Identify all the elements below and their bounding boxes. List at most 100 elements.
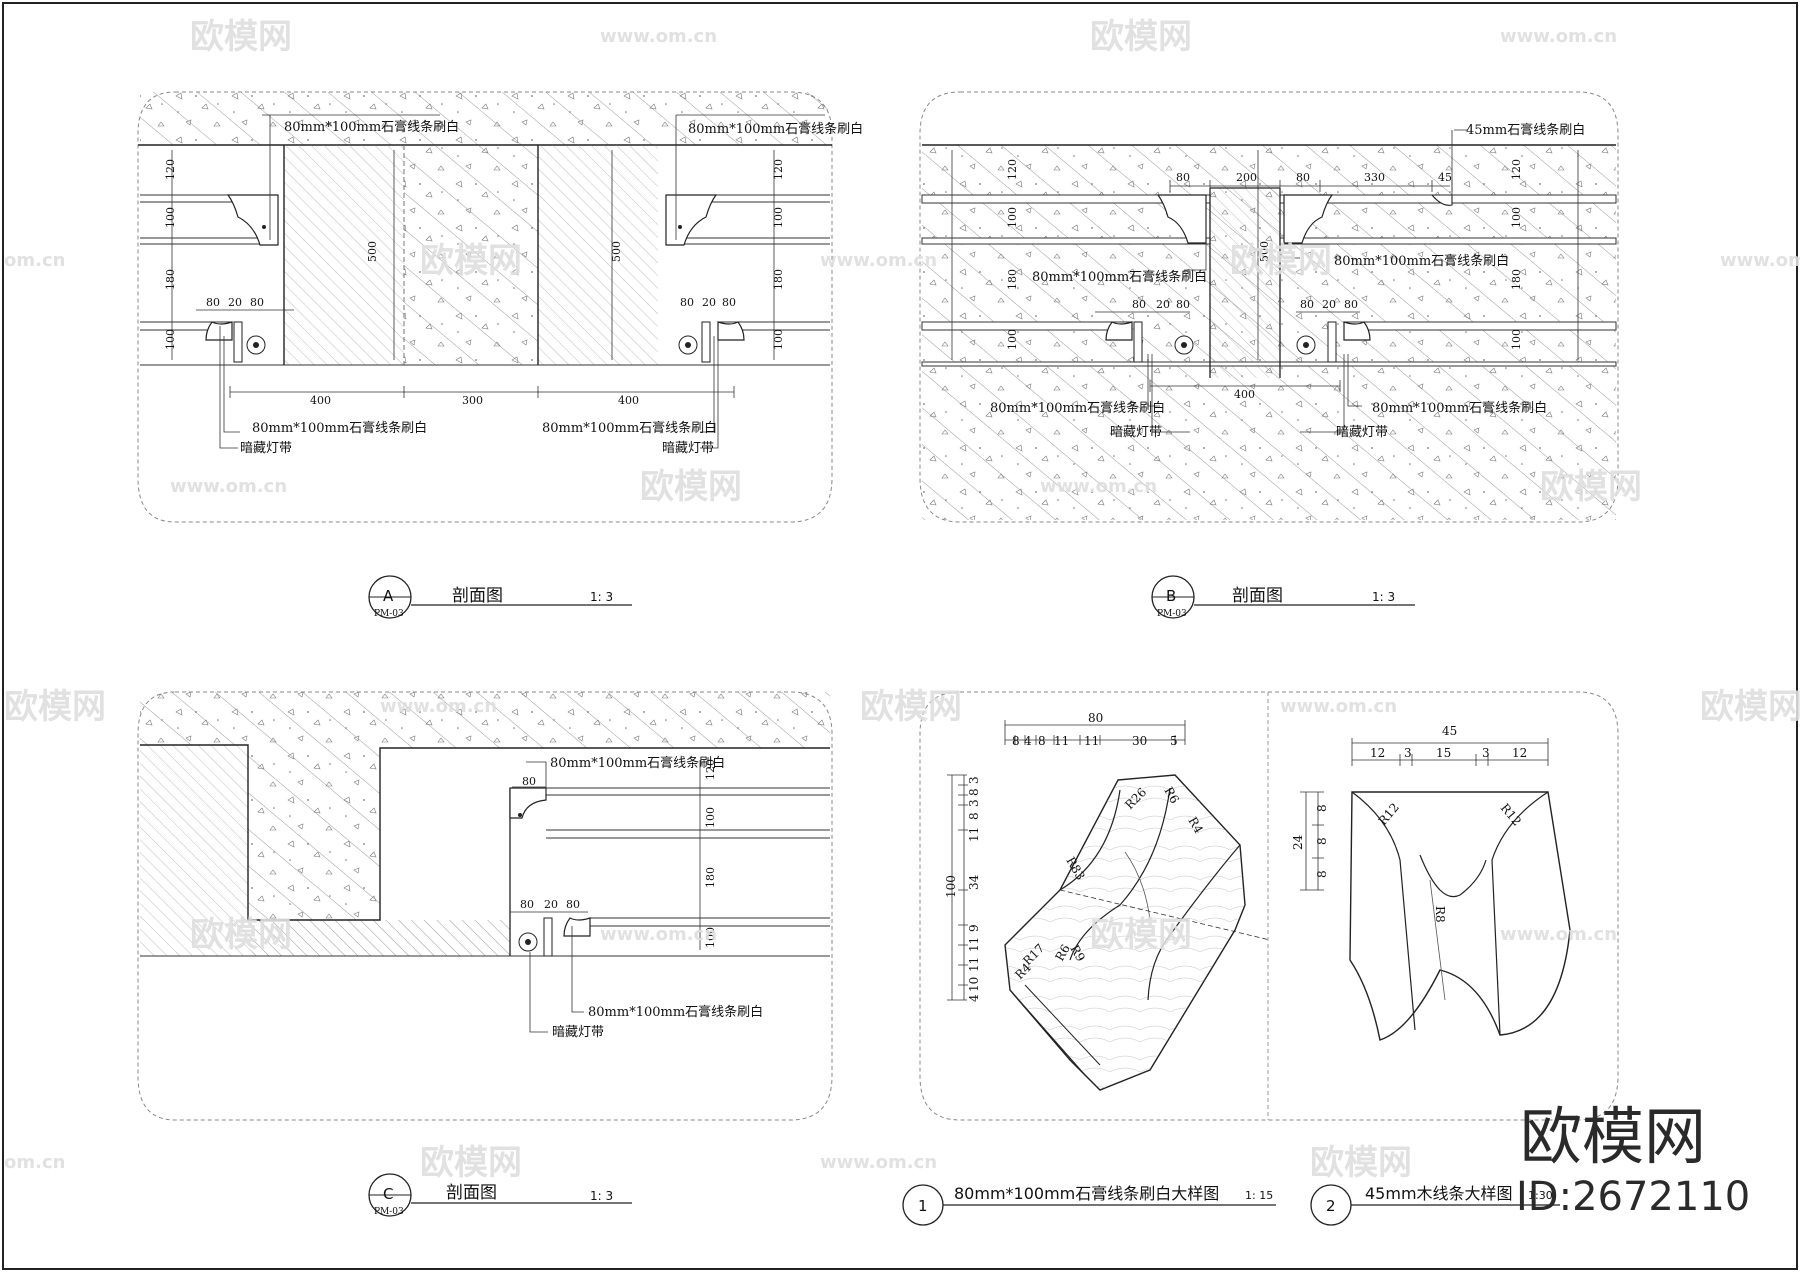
panel-b-dim: 330 <box>1364 171 1385 184</box>
detail-1-profile <box>1004 774 1246 1091</box>
brand-name: 欧模网 <box>1520 1100 1706 1173</box>
watermark-url: www.om.cn <box>1500 924 1617 945</box>
panel-a-dim: 500 <box>366 241 379 262</box>
panel-c-dim: 80 <box>522 775 536 788</box>
detail-1-dim-top: 4 <box>1024 734 1032 748</box>
watermark-logo: 欧模网 <box>420 241 522 281</box>
detail-1-dim-left: 4 <box>967 994 981 1002</box>
panel-a-dim: 100 <box>772 329 785 350</box>
panel-b-molding-ur <box>1283 194 1334 244</box>
detail-2-dim-left: 24 <box>1291 834 1305 850</box>
panel-c-title-name: 剖面图 <box>446 1183 497 1203</box>
panel-c-dim: 80 <box>566 898 580 911</box>
watermark-url: www.om.cn <box>820 1152 937 1173</box>
watermark-url: www.om.cn <box>820 250 937 271</box>
watermark-logo: 欧模网 <box>1230 241 1332 281</box>
panel-c-dim: 180 <box>704 867 717 888</box>
panel-c-beam-left <box>140 745 248 920</box>
panel-b-dim: 80 <box>1300 298 1314 311</box>
detail-1-dim-left: 9 <box>967 924 981 932</box>
watermark-logo: 欧模网 <box>1540 467 1642 507</box>
detail-1-dim-left: 8 <box>967 788 981 796</box>
watermark-logo: 欧模网 <box>190 915 292 955</box>
panel-a-title-scale: 1: 3 <box>590 590 613 604</box>
detail-1-dim-left: 3 <box>967 776 981 784</box>
detail-2-title-name: 45mm木线条大样图 <box>1365 1184 1513 1203</box>
details-section: 80 8 4 8 11 11 30 5 3 8 3 8 11 34 9 11 1… <box>902 691 1619 1226</box>
panel-b-molding-45 <box>1430 194 1453 206</box>
watermark-url: www.om.cn <box>170 476 287 497</box>
watermark-url: www.om.cn <box>600 924 717 945</box>
watermark-url: www.om.cn <box>1500 26 1617 47</box>
detail-1-dim-left: 8 <box>967 812 981 820</box>
panel-a-dim: 80 <box>250 296 264 309</box>
panel-a-dim: 100 <box>772 207 785 228</box>
detail-2-dim-top: 12 <box>1370 746 1385 760</box>
detail-2-profile <box>1349 791 1571 1041</box>
detail-1-dim-top: 80 <box>1088 711 1103 725</box>
panel-c-label-molding-top: 80mm*100mm石膏线条刷白 <box>550 755 725 771</box>
panel-b-dim: 180 <box>1006 269 1019 290</box>
watermark-logo: 欧模网 <box>1090 915 1192 955</box>
panel-b-dim: 80 <box>1296 171 1310 184</box>
panel-c-dim: 20 <box>544 898 558 911</box>
panel-b-frame <box>919 91 1619 523</box>
panel-a-dim: 120 <box>772 159 785 180</box>
panel-c-title-letter: C <box>383 1185 393 1203</box>
panel-a-dim: 80 <box>722 296 736 309</box>
detail-1-title-number: 1 <box>918 1197 928 1215</box>
detail-2-dim-left: 8 <box>1315 837 1329 845</box>
panel-b-molding-lr <box>1343 321 1371 341</box>
panel-a-label-light-left: 暗藏灯带 <box>240 441 292 456</box>
panel-b-dim: 80 <box>1176 171 1190 184</box>
panel-c-molding-top <box>509 787 547 819</box>
panel-c-title-ref: PM-03 <box>374 1207 404 1217</box>
watermark-logo: 欧模网 <box>1090 17 1192 57</box>
panel-b-label-molding-ul: 80mm*100mm石膏线条刷白 <box>1032 269 1207 285</box>
detail-1-dim-left: 11 <box>967 937 981 952</box>
panel-b-dim: 80 <box>1132 298 1146 311</box>
panel-a-dim: 120 <box>164 159 177 180</box>
detail-2-title: 2 45mm木线条大样图 1:30 <box>1310 1184 1560 1226</box>
watermark-url-fragment: om.cn <box>4 250 65 271</box>
panel-a-label-light-right: 暗藏灯带 <box>662 441 714 456</box>
panel-b-molding-ul <box>1156 194 1207 244</box>
panel-b-title-letter: B <box>1166 587 1176 605</box>
panel-b-label-molding-ll: 80mm*100mm石膏线条刷白 <box>990 400 1165 416</box>
panel-a-dim: 180 <box>772 269 785 290</box>
watermark-url: www.om.cn <box>1280 696 1397 717</box>
panel-b-dim: 100 <box>1510 329 1523 350</box>
watermark-logo: 欧模网 <box>1700 687 1800 727</box>
panel-a-molding-tr <box>665 194 718 246</box>
detail-1-dim-left: 10 <box>967 977 981 992</box>
panel-a-dim: 20 <box>228 296 242 309</box>
detail-1-dim-left: 100 <box>944 875 958 898</box>
panel-a-drop-right <box>538 145 658 365</box>
detail-1-dim-left: 11 <box>967 957 981 972</box>
watermark-url: www.om.cn <box>1040 476 1157 497</box>
panel-a-label-molding-tl: 80mm*100mm石膏线条刷白 <box>284 119 459 135</box>
panel-c-dim: 100 <box>704 927 717 948</box>
detail-2-dim-top: 15 <box>1436 746 1451 760</box>
panel-b-label-molding-45: 45mm石膏线条刷白 <box>1466 122 1585 138</box>
panel-b-dim: 80 <box>1344 298 1358 311</box>
watermark-url: www.om.cn <box>380 696 497 717</box>
panel-a-dim: 500 <box>610 241 623 262</box>
panel-b-label-molding-ur: 80mm*100mm石膏线条刷白 <box>1334 253 1509 269</box>
panel-c-label-light: 暗藏灯带 <box>552 1025 604 1040</box>
detail-1-dim-top: 8 <box>1038 734 1046 748</box>
detail-1-title-name: 80mm*100mm石膏线条刷白大样图 <box>954 1184 1219 1203</box>
panel-b-label-molding-lr: 80mm*100mm石膏线条刷白 <box>1372 400 1547 416</box>
panel-a-dim: 80 <box>680 296 694 309</box>
watermark-url: www.om.cn <box>1720 250 1800 271</box>
brand-block: 欧模网 ID:2672110 <box>1516 1100 1750 1220</box>
panel-c-dim: 120 <box>704 759 717 780</box>
panel-a-drop-left <box>284 145 404 365</box>
detail-2-title-scale: 1:30 <box>1528 1189 1553 1202</box>
panel-a-label-molding-br: 80mm*100mm石膏线条刷白 <box>542 420 717 436</box>
panel-c-title-scale: 1: 3 <box>590 1189 613 1203</box>
panel-c-label-molding-bottom: 80mm*100mm石膏线条刷白 <box>588 1004 763 1020</box>
detail-1-title-scale: 1: 15 <box>1245 1189 1273 1202</box>
panel-c-title: C PM-03 剖面图 1: 3 <box>368 1173 632 1217</box>
detail-2-dim-top: 45 <box>1442 724 1457 738</box>
